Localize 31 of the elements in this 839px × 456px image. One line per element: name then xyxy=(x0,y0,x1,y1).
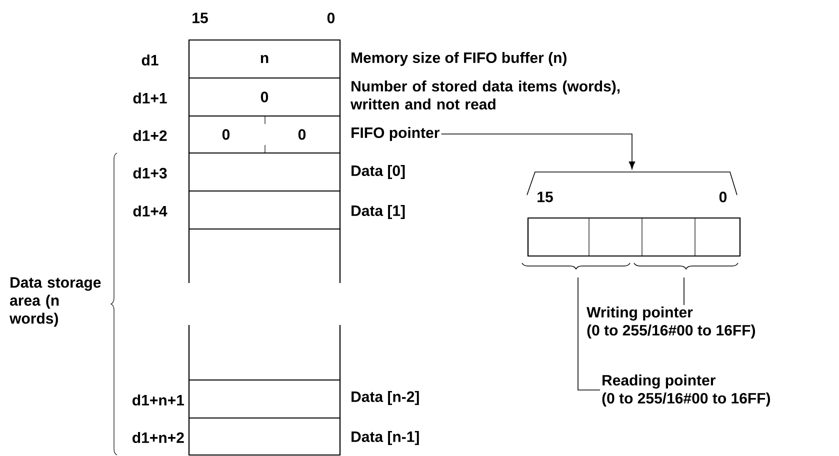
description-text: Memory size of FIFO buffer (n) xyxy=(352,52,566,66)
memory-cell xyxy=(188,190,341,230)
memory-cell: 0 0 xyxy=(188,115,341,154)
pointer-description: Reading pointer (0 to 255/16#00 to 16FF) xyxy=(602,374,770,407)
arrow xyxy=(440,134,636,170)
address-label: d1+n+1 xyxy=(132,394,184,406)
register-box xyxy=(522,172,741,270)
bit-number: 15 xyxy=(192,12,208,24)
description-text: Data [n-1] xyxy=(352,431,419,445)
description-text: Data [n-2] xyxy=(352,391,419,405)
leader-line xyxy=(578,277,600,390)
area-label: Data storage area (n words) xyxy=(10,277,101,327)
pointer-description: Writing pointer (0 to 255/16#00 to 16FF) xyxy=(586,306,756,339)
address-label: d1+3 xyxy=(133,167,167,179)
address-label: d1+2 xyxy=(133,130,167,141)
description-text: Data [0] xyxy=(352,165,405,179)
description-text: Data [1] xyxy=(352,205,405,219)
memory-cell xyxy=(188,417,341,456)
bit-number: 0 xyxy=(719,192,727,202)
memory-cell: 0 xyxy=(188,77,341,117)
address-label: d1+4 xyxy=(133,206,168,216)
address-label: d1+1 xyxy=(133,92,167,104)
pointer-label: FIFO pointer xyxy=(352,127,440,141)
address-label: d1 xyxy=(142,54,158,66)
memory-cell xyxy=(188,152,341,192)
bit-number: 15 xyxy=(538,192,553,202)
address-label: d1+n+2 xyxy=(132,432,184,443)
memory-cell: n xyxy=(188,39,341,79)
bit-number: 0 xyxy=(327,12,335,24)
memory-cell xyxy=(188,379,341,419)
description-text: Number of stored data items (words), written and not read xyxy=(350,80,620,110)
